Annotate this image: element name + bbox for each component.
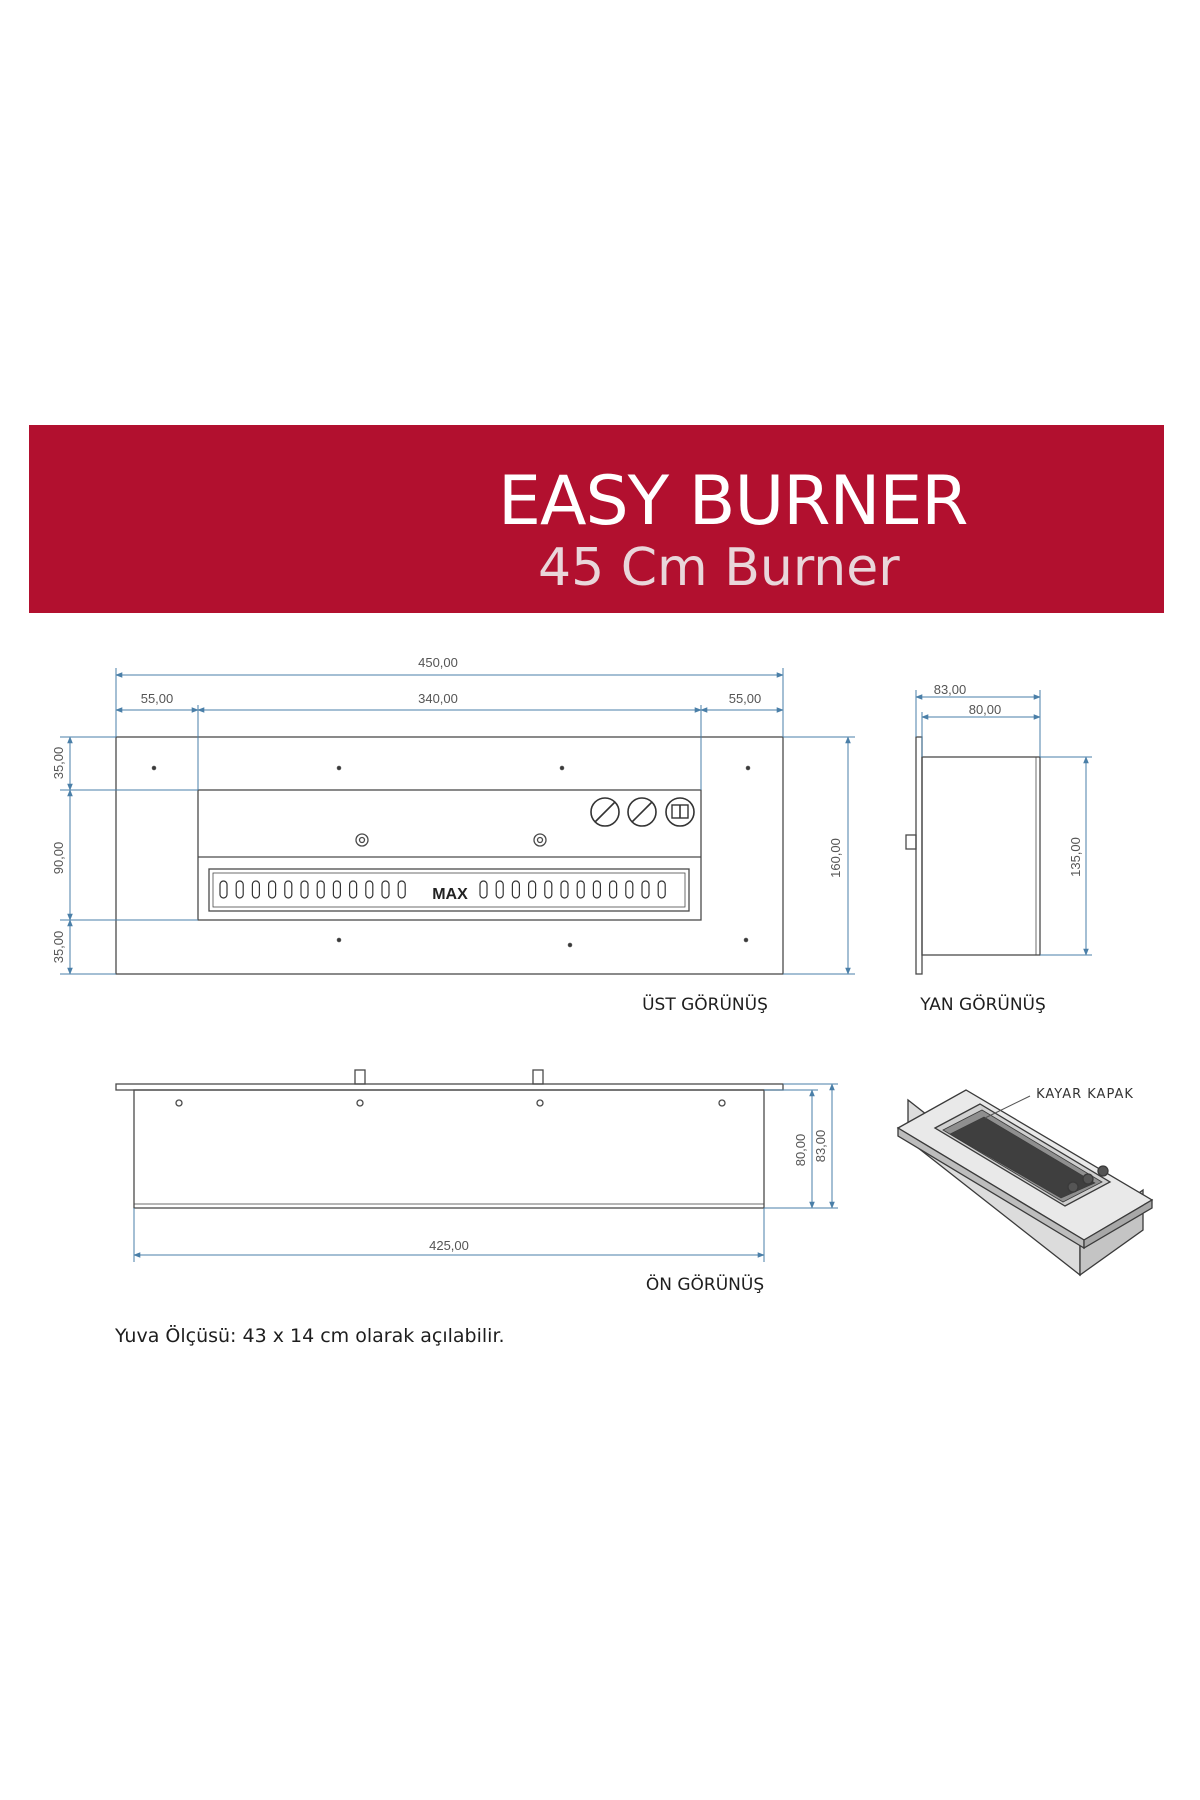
fuel-mark-left-9 (349, 880, 358, 899)
dim-front-outer-height: 83,00 (813, 1130, 828, 1163)
dim-bottom-margin: 35,00 (51, 931, 66, 964)
fuel-mark-right-6 (560, 880, 569, 899)
dim-total-height: 160,00 (828, 838, 843, 878)
top-view-outer-plate (115, 736, 784, 975)
fuel-mark-right-3 (511, 880, 521, 899)
fuel-mark-right-1 (479, 880, 488, 899)
fuel-mark-left-6 (300, 880, 309, 899)
top-view (115, 736, 784, 975)
top-view-dimensions (60, 668, 855, 975)
fuel-mark-right-5 (544, 880, 553, 899)
product-title: EASY BURNER (498, 462, 969, 541)
fuel-mark-left-1 (219, 880, 228, 899)
side-view-label: YAN GÖRÜNÜŞ (919, 993, 1046, 1015)
fuel-mark-right-4 (527, 880, 537, 899)
dim-inner-width: 80,00 (969, 702, 1002, 717)
fuel-mark-left-3 (251, 880, 260, 899)
callout-leader (984, 1095, 1031, 1119)
front-view-flange (115, 1083, 784, 1091)
dim-side-height: 135,00 (1068, 837, 1083, 877)
product-subtitle: 45 Cm Burner (538, 538, 900, 598)
front-view (115, 1069, 784, 1209)
fuel-mark-right-2 (495, 880, 504, 899)
fuel-mark-right-11 (641, 880, 650, 899)
isometric-view (896, 1089, 1154, 1277)
dim-front-width: 425,00 (429, 1238, 469, 1253)
top-view-fuel-slot (208, 868, 690, 912)
dim-total-width: 450,00 (418, 655, 458, 670)
side-view-flange (915, 736, 923, 975)
installation-note: Yuva Ölçüsü: 43 x 14 cm olarak açılabili… (115, 1325, 505, 1347)
fuel-mark-left-10 (365, 880, 374, 899)
fuel-mark-left-12 (397, 880, 406, 899)
side-view-body (921, 756, 1041, 956)
side-view (905, 736, 1041, 975)
max-label: MAX (432, 886, 468, 903)
no-refill-icon (627, 797, 657, 827)
knob-left (355, 833, 369, 847)
front-view-body (133, 1089, 765, 1209)
fuel-mark-left-7 (316, 880, 325, 899)
fuel-mark-left-11 (381, 880, 390, 899)
fuel-mark-left-8 (332, 880, 341, 899)
top-view-burner-opening (197, 789, 702, 921)
warning-icons (590, 797, 695, 827)
knob-right (533, 833, 547, 847)
top-view-label: ÜST GÖRÜNÜŞ (642, 993, 768, 1015)
fuel-level-marks-left (219, 880, 406, 899)
dim-front-inner-height: 80,00 (793, 1134, 808, 1167)
manual-icon (665, 797, 695, 827)
dim-center-width: 340,00 (418, 691, 458, 706)
dim-outer-width: 83,00 (934, 682, 967, 697)
fuel-mark-right-10 (625, 880, 634, 899)
side-view-knob (905, 834, 917, 850)
sliding-cover-callout: KAYAR KAPAK (1036, 1087, 1134, 1102)
fuel-mark-right-8 (592, 880, 602, 899)
title-banner (29, 425, 1164, 613)
fuel-mark-left-4 (268, 880, 277, 899)
side-view-dimensions (915, 690, 1092, 956)
fuel-mark-right-7 (576, 880, 585, 899)
dim-top-margin: 35,00 (51, 747, 66, 780)
no-fire-icon (590, 797, 620, 827)
front-view-label: ÖN GÖRÜNÜŞ (646, 1273, 764, 1295)
dim-center-height: 90,00 (51, 842, 66, 875)
front-view-knob-left (354, 1069, 366, 1085)
dim-right-margin: 55,00 (729, 691, 762, 706)
fuel-mark-left-2 (235, 880, 244, 899)
fuel-mark-right-12 (657, 880, 666, 899)
front-view-dimensions (133, 1083, 838, 1262)
fuel-mark-left-5 (284, 880, 293, 899)
fuel-mark-right-9 (608, 880, 618, 899)
fuel-level-marks-right (479, 880, 666, 899)
dim-left-margin: 55,00 (141, 691, 174, 706)
front-view-knob-right (532, 1069, 544, 1085)
